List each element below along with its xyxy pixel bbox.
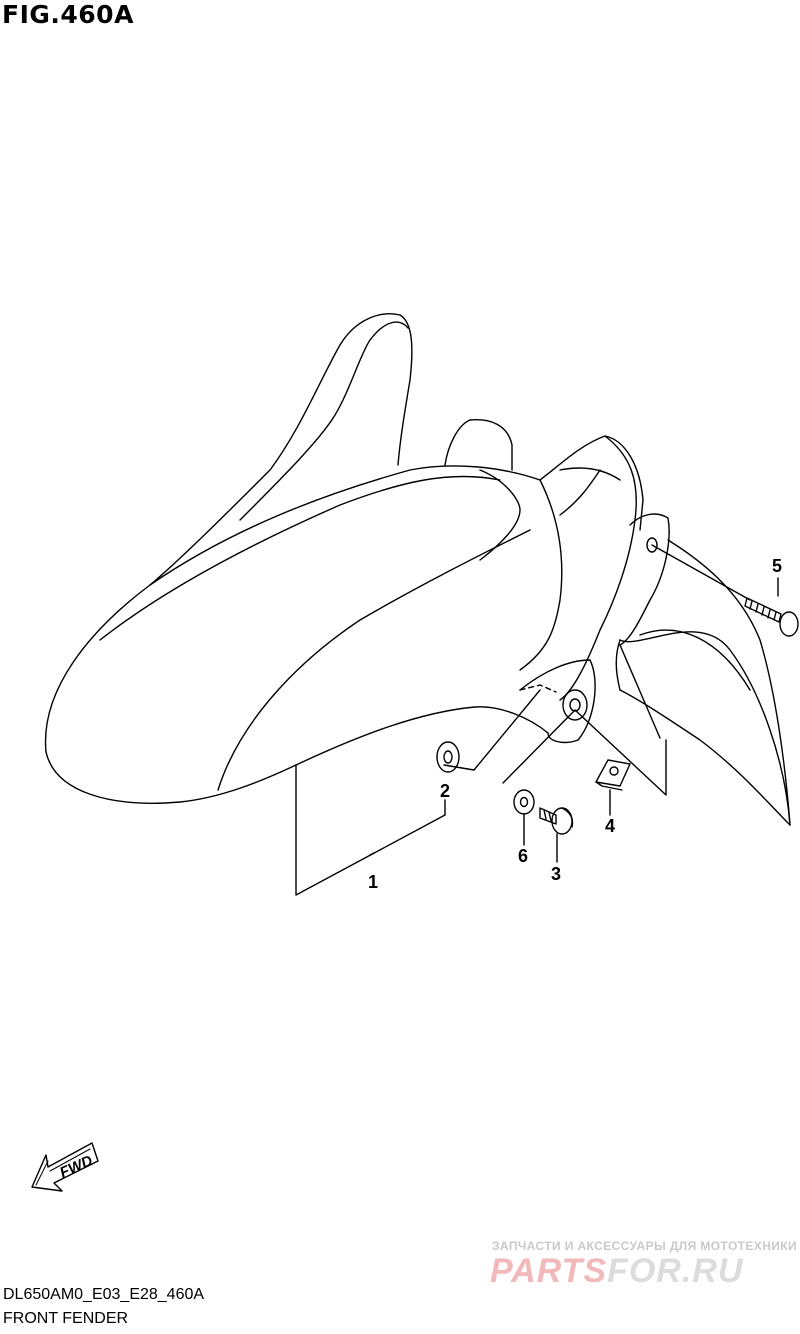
callout-1: 1 [368, 872, 378, 892]
figure-title: FIG.460A [2, 0, 134, 29]
model-code: DL650AM0_E03_E28_460A [3, 1286, 205, 1303]
watermark-tagline: ЗАПЧАСТИ И АКСЕССУАРЫ ДЛЯ МОТОТЕХНИКИ [492, 1239, 798, 1253]
callout-6: 6 [518, 846, 528, 866]
fwd-arrow-icon: FWD [31, 1142, 99, 1192]
watermark-logo-part2: FOR.RU [607, 1252, 744, 1290]
grommet-part-2 [436, 741, 460, 773]
watermark-logo-part1: PARTS [490, 1252, 608, 1290]
callout-5: 5 [772, 556, 782, 576]
callout-2: 2 [440, 781, 450, 801]
bolt-part-5 [744, 597, 799, 637]
front-fender-part [44, 313, 791, 826]
watermark-logo: PARTSFOR.RU [490, 1252, 743, 1291]
clip-nut-part-4 [595, 759, 631, 791]
figure-description: FRONT FENDER [3, 1310, 129, 1327]
callout-4: 4 [605, 816, 615, 836]
callout-3: 3 [551, 864, 561, 884]
leader-lines [295, 544, 751, 896]
washer-part-6 [513, 789, 535, 815]
fwd-label: FWD [57, 1152, 95, 1181]
screw-part-3 [539, 807, 574, 835]
